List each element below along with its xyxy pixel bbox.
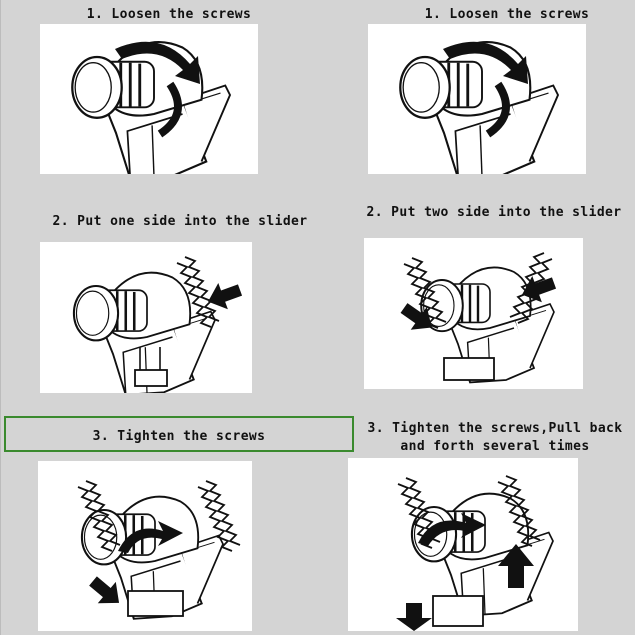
step-panel-3a (38, 461, 252, 631)
tighten-illustration (77, 480, 241, 621)
step-caption-2b: 2. Put two side into the slider (366, 205, 622, 220)
step-caption-1a: 1. Loosen the screws (86, 7, 252, 22)
step-panel-1a (40, 24, 258, 174)
step-caption-3a: 3. Tighten the screws (92, 429, 266, 444)
insert-two-sides-illustration (395, 252, 559, 384)
step-panel-1b (368, 24, 586, 174)
rotation-arrow-icon (443, 41, 528, 84)
highlighted-step-frame (4, 416, 354, 452)
down-arrow-icon (396, 603, 432, 631)
rotation-arrow-icon (115, 41, 200, 84)
step-panel-2b (364, 238, 583, 389)
step-caption-1b: 1. Loosen the screws (424, 7, 590, 22)
loosen-illustration (70, 40, 232, 174)
step-caption-2a: 2. Put one side into the slider (52, 214, 308, 229)
loosen-illustration-2 (398, 40, 560, 174)
frame-edge (0, 0, 1, 635)
rotation-arrow-icon (418, 513, 486, 546)
step-panel-2a (40, 242, 252, 393)
step-caption-3b: 3. Tighten the screws,Pull back and fort… (367, 421, 623, 454)
insert-one-side-illustration (72, 256, 245, 393)
rotation-arrow-icon (118, 521, 183, 553)
tighten-and-pull-illustration (396, 475, 555, 631)
step-panel-3b (348, 458, 578, 631)
up-arrow-icon (498, 544, 534, 588)
